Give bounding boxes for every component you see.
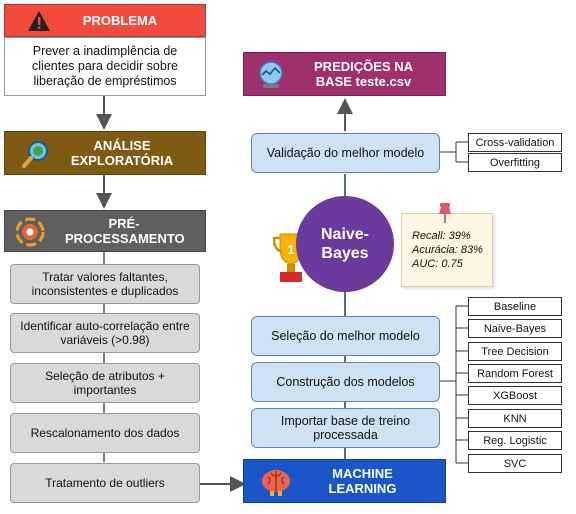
ml-title: MACHINE LEARNING	[328, 466, 397, 496]
step-feature-selection: Seleção de atributos + importantes	[10, 363, 200, 403]
prep-title: PRÉ-PROCESSAMENTO	[65, 216, 185, 246]
eda-title: ANÁLISE EXPLORATÓRIA	[70, 138, 174, 168]
method-overfitting: Overfitting	[468, 153, 562, 172]
model-knn: KNN	[468, 409, 562, 428]
eda-header: ANÁLISE EXPLORATÓRIA	[4, 131, 206, 175]
magnifier-icon	[21, 140, 51, 168]
step-missing-values: Tratar valores faltantes, inconsistentes…	[10, 264, 200, 304]
model-baseline: Baseline	[468, 297, 562, 316]
metrics-note: Recall: 39% Acurácia: 83% AUC: 0.75	[401, 213, 493, 287]
model-reg-logistic: Reg. Logistic	[468, 431, 562, 450]
validation-box: Validação do melhor modelo	[251, 133, 440, 173]
metric-recall: Recall: 39%	[412, 230, 471, 242]
model-random-forest: Random Forest	[468, 364, 562, 383]
step-autocorrelation: Identificar auto-correlação entre variáv…	[10, 313, 200, 353]
problem-text: Prever a inadimplência de clientes para …	[4, 37, 206, 96]
metric-accuracy: Acurácia: 83%	[412, 244, 483, 256]
prep-header: PRÉ-PROCESSAMENTO	[4, 210, 206, 252]
warning-icon	[27, 10, 51, 32]
import-base-box: Importar base de treino processada	[251, 408, 440, 448]
ml-header: MACHINE LEARNING	[243, 459, 446, 503]
model-svc: SVC	[468, 454, 562, 473]
metric-auc: AUC: 0.75	[412, 258, 463, 270]
step-rescaling: Rescalonamento dos dados	[10, 413, 200, 453]
model-tree-decision: Tree Decision	[468, 342, 562, 361]
build-models-box: Construção dos modelos	[251, 362, 440, 402]
brain-icon	[260, 467, 292, 497]
best-model-circle: Naive-Bayes	[296, 196, 394, 292]
model-naive-bayes: Naive-Bayes	[468, 319, 562, 338]
pushpin-icon	[436, 202, 454, 224]
gear-icon	[15, 217, 45, 247]
method-cross-validation: Cross-validation	[468, 133, 562, 152]
crystal-ball-icon	[256, 60, 286, 90]
step-outliers: Tratamento de outliers	[10, 463, 200, 503]
predictions-title: PREDIÇÕES NA BASE teste.csv	[314, 59, 413, 89]
select-model-box: Seleção do melhor modelo	[251, 316, 440, 356]
predictions-header: PREDIÇÕES NA BASE teste.csv	[243, 52, 446, 96]
problem-header: PROBLEMA	[4, 4, 206, 37]
svg-text:1: 1	[287, 242, 294, 257]
model-xgboost: XGBoost	[468, 386, 562, 405]
problem-title: PROBLEMA	[82, 13, 158, 28]
